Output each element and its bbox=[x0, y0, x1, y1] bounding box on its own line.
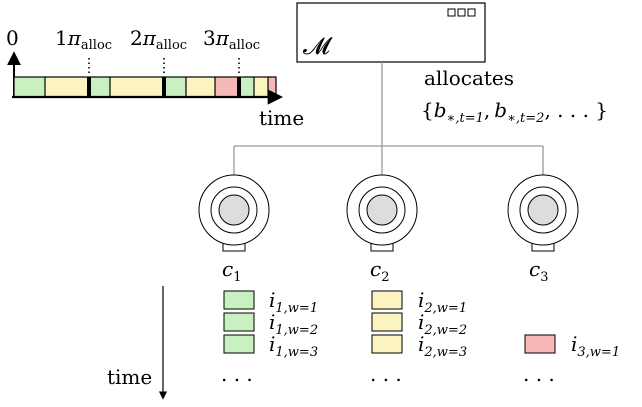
allocation-set: {b∗,t=1,b∗,t=2, . . . } bbox=[421, 98, 608, 126]
camera-label: c1 bbox=[222, 257, 241, 285]
svg-text:i2,w=1: i2,w=1 bbox=[418, 288, 467, 316]
queue-ellipsis: . . . bbox=[523, 362, 555, 386]
camera-3: c3 bbox=[507, 174, 579, 285]
camera-icon bbox=[507, 174, 579, 252]
svg-text:1πalloc: 1πalloc bbox=[55, 26, 112, 53]
svg-text:3πalloc: 3πalloc bbox=[203, 26, 260, 53]
three-small-squares-icon bbox=[447, 8, 476, 17]
camera-icon bbox=[346, 174, 418, 252]
camera-2: c2 bbox=[346, 174, 418, 285]
timeline-segment bbox=[164, 77, 186, 97]
frame-queue-3: i3,w=1 . . . bbox=[523, 332, 620, 386]
frame-item: i1,w=3 bbox=[223, 332, 318, 360]
timeline-segment bbox=[45, 77, 89, 97]
queue-ellipsis: . . . bbox=[221, 362, 253, 386]
svg-text:i3,w=1: i3,w=1 bbox=[571, 332, 620, 360]
camera-1: c1 bbox=[198, 174, 270, 285]
timeline-axis-label: time bbox=[259, 106, 304, 130]
queue-ellipsis: . . . bbox=[370, 362, 402, 386]
frame-item: i1,w=2 bbox=[223, 310, 318, 338]
svg-text:2πalloc: 2πalloc bbox=[130, 26, 187, 53]
svg-text:i1,w=3: i1,w=3 bbox=[269, 332, 318, 360]
tick-label-1: 1πalloc bbox=[55, 26, 112, 53]
camera-label: c2 bbox=[370, 257, 389, 285]
connection-tree bbox=[233, 62, 544, 176]
timeline-segment bbox=[268, 77, 276, 97]
timeline-segment bbox=[186, 77, 215, 97]
svg-text:i2,w=2: i2,w=2 bbox=[418, 310, 467, 338]
model-box: 𝓜 bbox=[296, 2, 486, 63]
model-label: 𝓜 bbox=[303, 32, 333, 60]
camera-label: c3 bbox=[529, 257, 548, 285]
allocation-timeline: 0 1πalloc 2πalloc 3πalloc bbox=[6, 26, 304, 130]
frame-item: i2,w=3 bbox=[371, 332, 467, 360]
frame-queue-1: i1,w=1 i1,w=2 i1,w=3 . . . bbox=[221, 288, 318, 386]
timeline-segment bbox=[215, 77, 239, 97]
time-arrow-label: time bbox=[107, 365, 152, 389]
svg-text:i2,w=3: i2,w=3 bbox=[418, 332, 467, 360]
frame-item: i2,w=2 bbox=[371, 310, 467, 338]
svg-text:i1,w=1: i1,w=1 bbox=[269, 288, 318, 316]
timeline-origin-label: 0 bbox=[6, 26, 19, 50]
frame-item: i3,w=1 bbox=[524, 332, 620, 360]
timeline-segment bbox=[239, 77, 254, 97]
svg-text:i1,w=2: i1,w=2 bbox=[269, 310, 318, 338]
timeline-segment bbox=[89, 77, 110, 97]
tick-label-2: 2πalloc bbox=[130, 26, 187, 53]
camera-icon bbox=[198, 174, 270, 252]
frame-queue-2: i2,w=1 i2,w=2 i2,w=3 . . . bbox=[370, 288, 467, 386]
allocates-label: allocates bbox=[424, 66, 514, 90]
timeline-segment bbox=[14, 77, 45, 97]
frame-item: i2,w=1 bbox=[371, 288, 467, 316]
frame-item: i1,w=1 bbox=[223, 288, 318, 316]
timeline-segment bbox=[254, 77, 268, 97]
timeline-segment bbox=[110, 77, 164, 97]
tick-label-3: 3πalloc bbox=[203, 26, 260, 53]
